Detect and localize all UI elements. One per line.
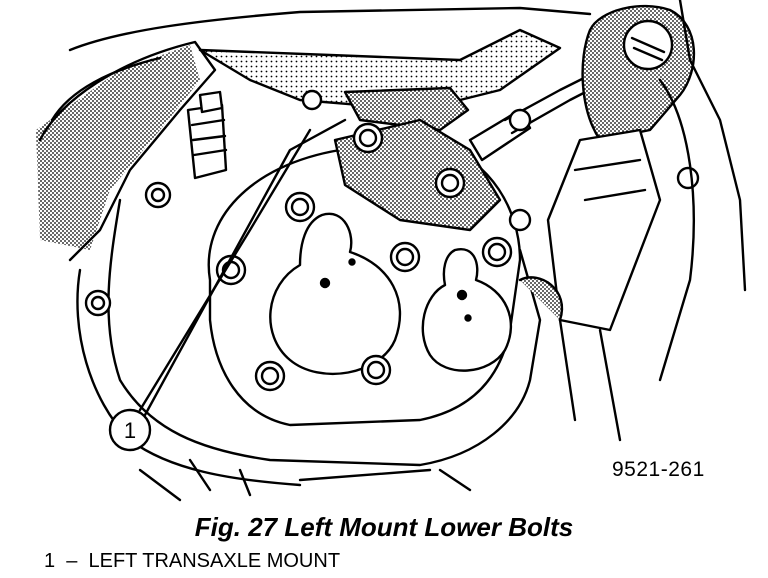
legend-item: 1 – LEFT TRANSAXLE MOUNT [44,550,340,573]
upper-bracket [198,28,562,112]
ratchet-handle [546,128,662,332]
keyhole-right [421,248,513,372]
legend-number: 1 [44,550,56,572]
legend-dash: – [66,550,78,572]
left-bracket-shading [36,45,200,250]
figure-caption: Fig. 27 Left Mount Lower Bolts [194,512,574,542]
bracket-slot [343,86,470,132]
callout-leader-1 [138,128,312,412]
bolt-group [84,89,700,392]
figure-code: 9521-261 [612,458,705,481]
left-bracket-outline [38,40,217,262]
legend-label: LEFT TRANSAXLE MOUNT [88,550,341,572]
callout-circle [108,408,152,452]
sensor-body [186,103,228,180]
callout-leader-2 [143,118,347,417]
keyhole-left [269,212,402,375]
callout-number: 1 [124,418,136,443]
mount-illustration: 1 [36,0,747,502]
